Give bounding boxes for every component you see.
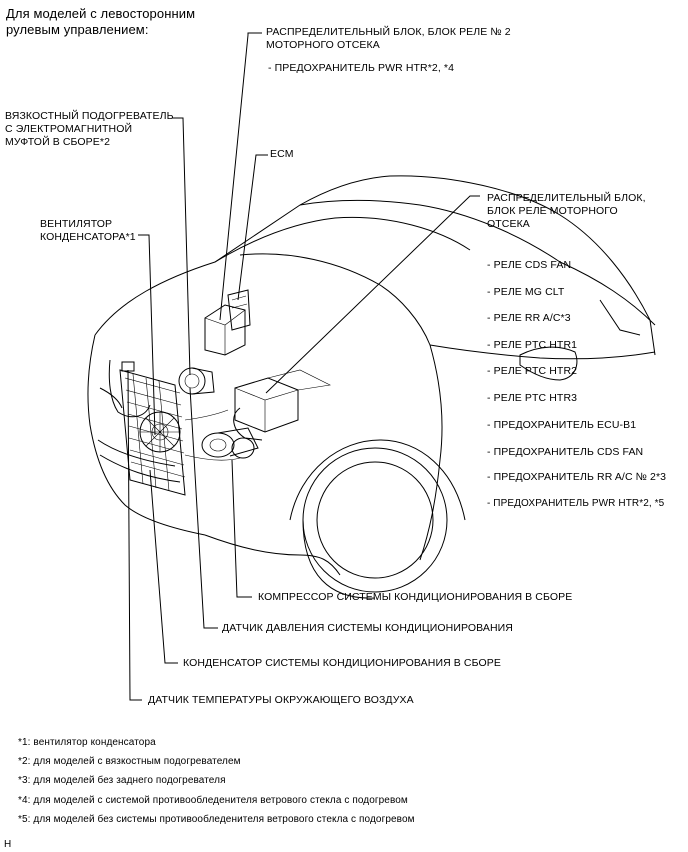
label-ecm: ECM bbox=[270, 148, 294, 160]
label-condenser: КОНДЕНСАТОР СИСТЕМЫ КОНДИЦИОНИРОВАНИЯ В … bbox=[183, 657, 501, 669]
label-line: БЛОК РЕЛЕ МОТОРНОГО bbox=[487, 205, 618, 217]
label-compressor: КОМПРЕССОР СИСТЕМЫ КОНДИЦИОНИРОВАНИЯ В С… bbox=[258, 591, 573, 603]
junction-item: - ПРЕДОХРАНИТЕЛЬ PWR HTR*2, *5 bbox=[487, 498, 665, 509]
label-junction-block: РАСПРЕДЕЛИТЕЛЬНЫЙ БЛОК, БЛОК РЕЛЕ МОТОРН… bbox=[487, 192, 646, 231]
junction-item: - РЕЛЕ PTC HTR2 bbox=[487, 365, 578, 377]
leader-condenser bbox=[149, 469, 178, 664]
title-line-1: Для моделей с левосторонним bbox=[6, 6, 196, 21]
viscous-heater-unit bbox=[178, 367, 215, 395]
label-line: КОНДЕНСАТОРА*1 bbox=[40, 231, 136, 243]
compressor-unit bbox=[201, 427, 259, 459]
label-line: ОТСЕКА bbox=[487, 218, 530, 230]
label-line: ВЕНТИЛЯТОР bbox=[40, 218, 113, 230]
label-line: МУФТОЙ В СБОРЕ*2 bbox=[5, 136, 111, 148]
junction-item: - ПРЕДОХРАНИТЕЛЬ CDS FAN bbox=[487, 446, 644, 458]
footnote: *3: для моделей без заднего подогревател… bbox=[18, 775, 226, 786]
junction-item: - РЕЛЕ MG CLT bbox=[487, 286, 565, 298]
footnote: *5: для моделей без системы противооблед… bbox=[18, 814, 415, 825]
vehicle-body bbox=[87, 175, 656, 599]
ecm-unit bbox=[204, 289, 251, 356]
leader-compressor bbox=[231, 459, 252, 598]
junction-item: - РЕЛЕ CDS FAN bbox=[487, 259, 572, 271]
leader-junction-block bbox=[265, 195, 480, 394]
label-condenser-fan: ВЕНТИЛЯТОР КОНДЕНСАТОРА*1 bbox=[40, 218, 136, 244]
label-junction-block-2: РАСПРЕДЕЛИТЕЛЬНЫЙ БЛОК, БЛОК РЕЛЕ № 2 МО… bbox=[266, 26, 511, 52]
junction-item: - РЕЛЕ RR A/C*3 bbox=[487, 312, 571, 324]
footnote: *4: для моделей с системой противообледе… bbox=[18, 795, 408, 806]
footnote: *2: для моделей с вязкостным подогревате… bbox=[18, 756, 241, 767]
leader-ambient-sensor bbox=[127, 369, 142, 701]
junction-item: - РЕЛЕ PTC HTR1 bbox=[487, 339, 578, 351]
junction-item: - ПРЕДОХРАНИТЕЛЬ ECU-B1 bbox=[487, 419, 637, 431]
label-line: С ЭЛЕКТРОМАГНИТНОЙ bbox=[5, 123, 133, 135]
corner-mark: H bbox=[4, 839, 12, 850]
label-line: РАСПРЕДЕЛИТЕЛЬНЫЙ БЛОК, bbox=[487, 192, 646, 204]
title-line-2: рулевым управлением: bbox=[6, 22, 149, 37]
label-line: ВЯЗКОСТНЫЙ ПОДОГРЕВАТЕЛЬ bbox=[5, 110, 174, 122]
label-ambient-sensor: ДАТЧИК ТЕМПЕРАТУРЫ ОКРУЖАЮЩЕГО ВОЗДУХА bbox=[148, 694, 414, 706]
junction-item: - ПРЕДОХРАНИТЕЛЬ RR A/C № 2*3 bbox=[487, 471, 667, 483]
junction-item: - РЕЛЕ PTC HTR3 bbox=[487, 392, 578, 404]
leader-lines bbox=[127, 32, 480, 701]
leader-condenser-fan bbox=[138, 234, 156, 436]
label-viscous-heater: ВЯЗКОСТНЫЙ ПОДОГРЕВАТЕЛЬ С ЭЛЕКТРОМАГНИТ… bbox=[5, 110, 174, 149]
leader-ecm bbox=[237, 154, 268, 301]
leader-viscous-heater bbox=[172, 117, 191, 376]
label-line: РАСПРЕДЕЛИТЕЛЬНЫЙ БЛОК, БЛОК РЕЛЕ № 2 bbox=[266, 26, 511, 38]
leader-junction-block-2 bbox=[219, 32, 262, 321]
leader-pressure-sensor bbox=[189, 387, 218, 629]
label-pressure-sensor: ДАТЧИК ДАВЛЕНИЯ СИСТЕМЫ КОНДИЦИОНИРОВАНИ… bbox=[222, 622, 513, 634]
junction-block-unit bbox=[233, 369, 331, 441]
page-title: Для моделей с левосторонним рулевым упра… bbox=[6, 6, 195, 38]
label-junction-block-2-item: - ПРЕДОХРАНИТЕЛЬ PWR HTR*2, *4 bbox=[268, 62, 455, 74]
footnote: *1: вентилятор конденсатора bbox=[18, 737, 156, 748]
label-line: МОТОРНОГО ОТСЕКА bbox=[266, 39, 380, 51]
condenser-unit bbox=[119, 361, 241, 496]
